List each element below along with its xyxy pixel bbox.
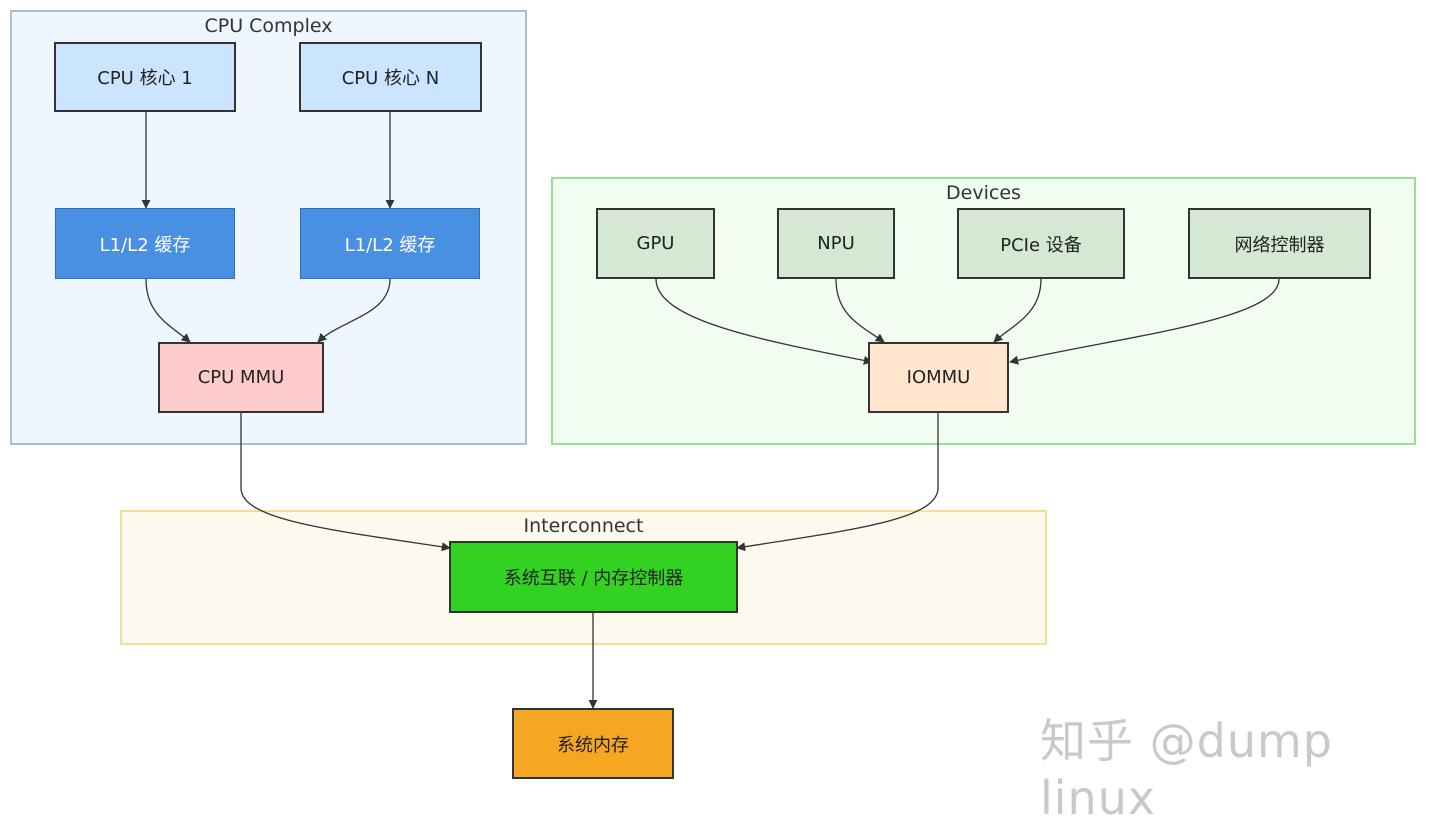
devices-title: Devices — [946, 182, 1021, 204]
edge-npu-iommu — [835, 278, 885, 343]
interconnect-title: Interconnect — [523, 515, 644, 537]
cpu-core-1-node: CPU 核心 1 — [54, 42, 236, 112]
iommu-node: IOMMU — [868, 342, 1009, 413]
edge-pcie-iommu — [993, 278, 1042, 343]
edge-iommu-interconnect — [736, 413, 939, 552]
edge-nic-iommu — [1009, 278, 1280, 365]
edge-cachen-mmu — [317, 278, 391, 343]
edge-cache1-mmu — [145, 278, 191, 343]
interconnect-node: 系统互联 / 内存控制器 — [449, 541, 738, 613]
system-memory-node: 系统内存 — [512, 708, 674, 779]
edges-layer — [141, 112, 1280, 709]
npu-node: NPU — [777, 208, 895, 279]
network-controller-node: 网络控制器 — [1188, 208, 1371, 279]
cache-1-node: L1/L2 缓存 — [55, 208, 235, 279]
cpu-mmu-node: CPU MMU — [158, 342, 324, 413]
pcie-device-node: PCIe 设备 — [957, 208, 1125, 279]
cpu-core-n-node: CPU 核心 N — [299, 42, 482, 112]
edge-mmu-interconnect — [240, 413, 451, 552]
cpu-complex-title: CPU Complex — [204, 15, 333, 37]
cache-n-node: L1/L2 缓存 — [300, 208, 480, 279]
gpu-node: GPU — [596, 208, 715, 279]
watermark: 知乎 @dump linux — [1040, 714, 1333, 825]
edge-gpu-iommu — [655, 278, 873, 365]
